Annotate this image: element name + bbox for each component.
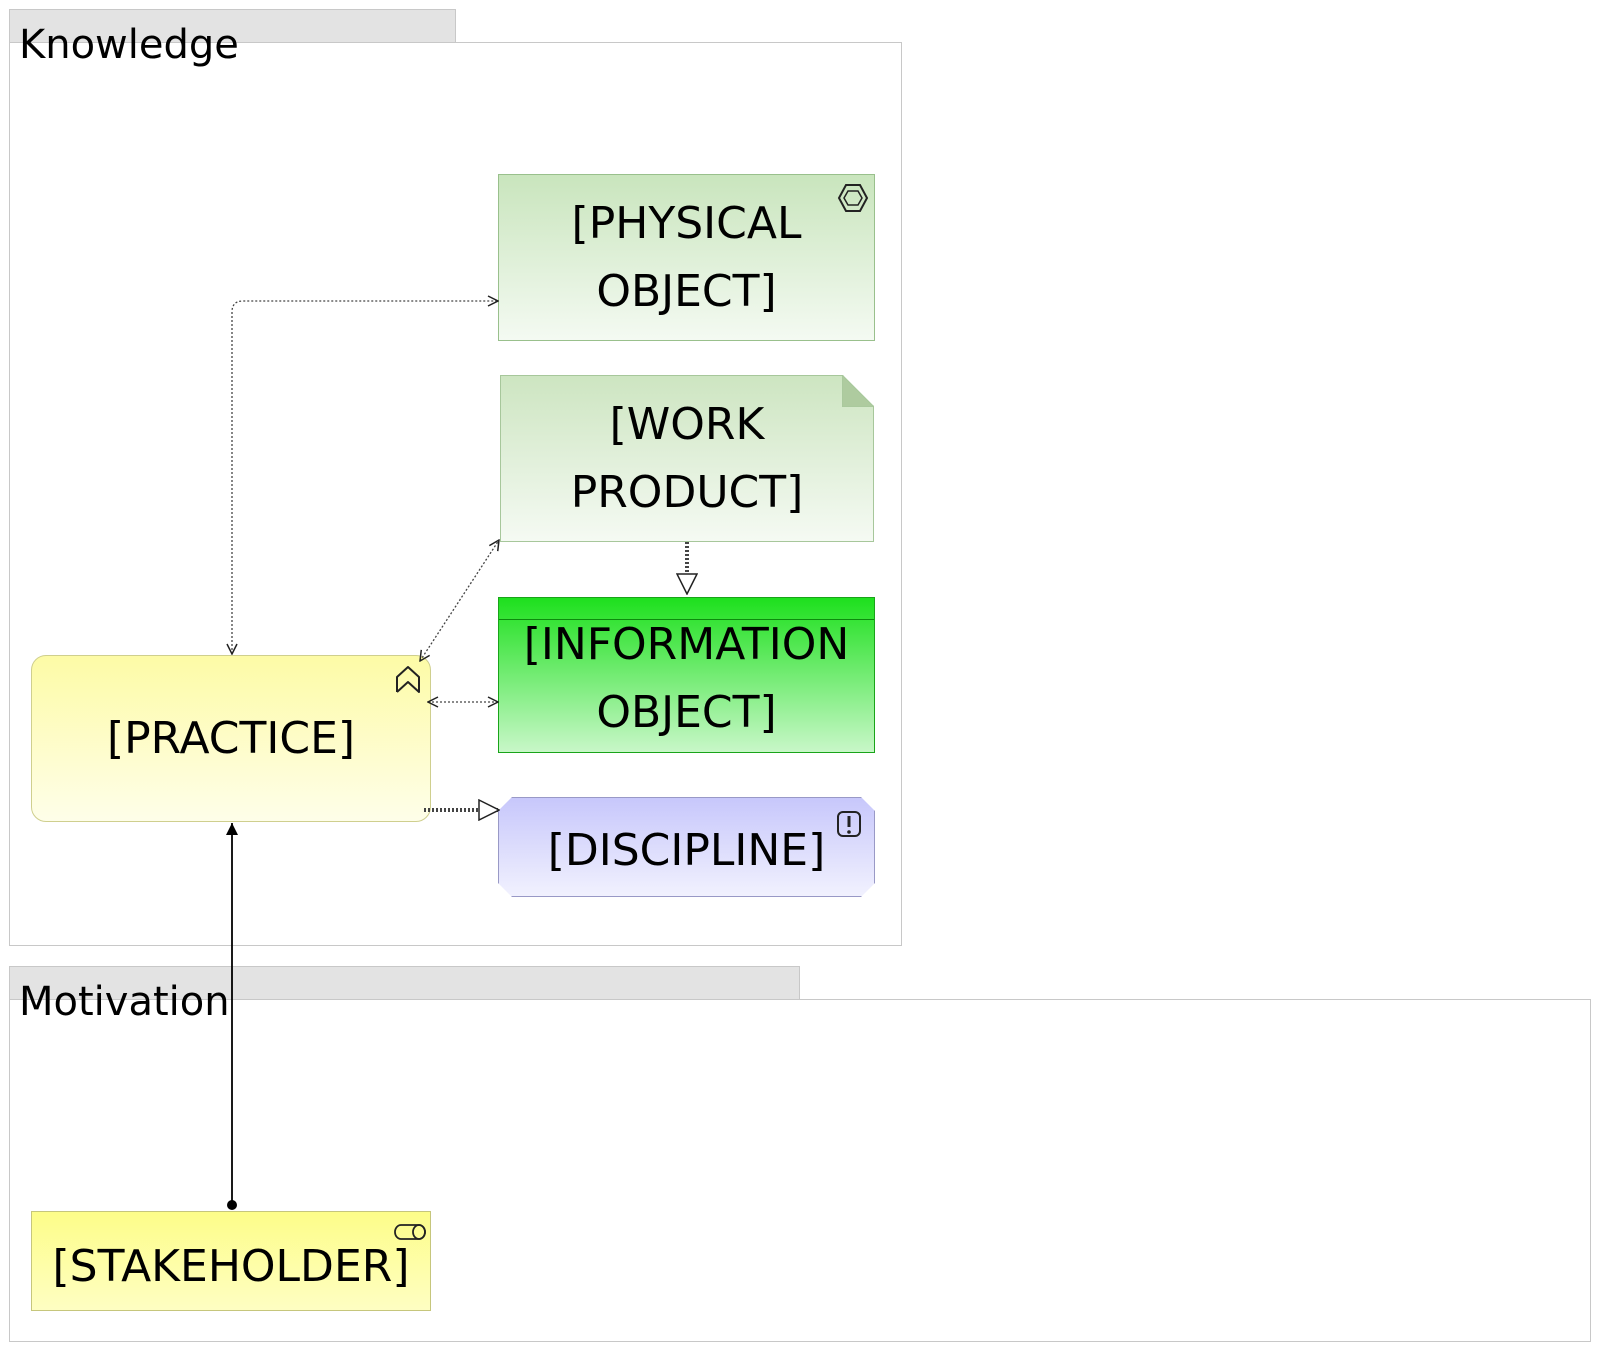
discipline-node[interactable]: [DISCIPLINE] [498, 797, 875, 897]
practice-label: [PRACTICE] [106, 712, 356, 764]
stakeholder-node[interactable]: [STAKEHOLDER] [31, 1211, 431, 1311]
practice-node[interactable]: [PRACTICE] [31, 655, 431, 822]
information-object-label: [INFORMATION OBJECT] [523, 619, 850, 738]
motivation-group-label: Motivation [19, 979, 230, 1025]
work-product-node[interactable]: [WORK PRODUCT] [500, 375, 874, 542]
exclamation-icon [836, 810, 862, 838]
physical-object-label: [PHYSICAL OBJECT] [571, 197, 802, 317]
cylinder-icon [394, 1224, 426, 1240]
relation-practice-physical-object[interactable] [232, 301, 498, 654]
work-product-label: [WORK PRODUCT] [570, 398, 804, 518]
stakeholder-label: [STAKEHOLDER] [52, 1241, 410, 1292]
information-object-node[interactable]: [INFORMATION OBJECT] [498, 597, 875, 753]
physical-object-icon [837, 184, 869, 212]
information-object-header-bar [499, 619, 874, 620]
relation-practice-work-product[interactable] [420, 540, 499, 661]
knowledge-group-label: Knowledge [19, 22, 239, 68]
discipline-label: [DISCIPLINE] [547, 825, 826, 876]
folded-corner-icon [842, 375, 874, 407]
knowledge-group-tab [9, 9, 456, 43]
motivation-group-tab [9, 966, 800, 1000]
chevron-up-icon [396, 666, 420, 693]
physical-object-node[interactable]: [PHYSICAL OBJECT] [498, 174, 875, 341]
